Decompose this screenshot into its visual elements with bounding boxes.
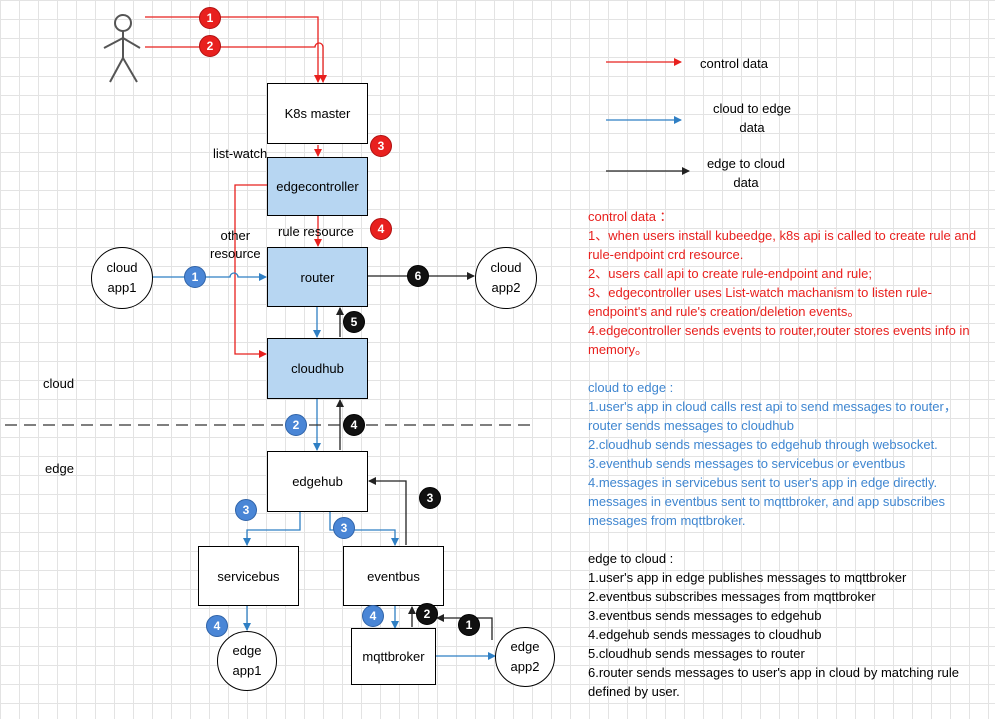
legend-e2c-label: edge to cloud data bbox=[706, 156, 786, 190]
e2c-note: 1.user's app in edge publishes messages … bbox=[588, 570, 907, 585]
e2c-step-badge: 2 bbox=[416, 603, 438, 625]
e2c-note: 3.eventbus sends messages to edgehub bbox=[588, 608, 822, 623]
cloud-app2-node: cloud app2 bbox=[475, 247, 537, 309]
e2c-step-badge: 5 bbox=[343, 311, 365, 333]
e2c-step-badge: 1 bbox=[458, 614, 480, 636]
e2c-note: 5.cloudhub sends messages to router bbox=[588, 646, 805, 661]
e2c-note: 4.edgehub sends messages to cloudhub bbox=[588, 627, 822, 642]
control-notes-title: control data ： bbox=[588, 209, 673, 224]
cloud-zone-label: cloud bbox=[43, 376, 75, 391]
list-watch-label: list-watch bbox=[213, 146, 268, 161]
edgehub-node: edgehub bbox=[267, 451, 368, 512]
e2c-note: 2.eventbus subscribes messages from mqtt… bbox=[588, 589, 876, 604]
control-note: 3、edgecontroller uses List-watch machani… bbox=[588, 285, 932, 319]
c2e-note: 1.user's app in cloud calls rest api to … bbox=[588, 399, 957, 433]
c2e-note: 4.messages in servicebus sent to user's … bbox=[588, 475, 945, 528]
control-arrow-2 bbox=[145, 42, 327, 83]
control-note: 1、when users install kubeedge, k8s api i… bbox=[588, 228, 977, 262]
cloudhub-node: cloudhub bbox=[267, 338, 368, 399]
c2e-step-badge: 1 bbox=[184, 266, 206, 288]
edge-app1-node: edge app1 bbox=[217, 631, 277, 691]
legend-control-label: control data bbox=[700, 56, 768, 71]
c2e-arrow-3b bbox=[329, 512, 399, 546]
c2e-step-badge: 4 bbox=[362, 605, 384, 627]
edge-app2-node: edge app2 bbox=[495, 627, 555, 687]
c2e-step-badge: 4 bbox=[206, 615, 228, 637]
c2e-step-badge: 2 bbox=[285, 414, 307, 436]
notes-panel: control data ： 1、when users install kube… bbox=[588, 207, 988, 701]
c2e-step-badge: 3 bbox=[333, 517, 355, 539]
user-figure bbox=[103, 14, 141, 83]
control-notes: control data ： 1、when users install kube… bbox=[588, 207, 988, 359]
control-note: 2、users call api to create rule-endpoint… bbox=[588, 266, 872, 281]
rule-resource-label: rule resource bbox=[278, 224, 354, 239]
c2e-arrow-3a bbox=[243, 512, 301, 546]
c2e-step-badge: 3 bbox=[235, 499, 257, 521]
e2c-note: 6.router sends messages to user's app in… bbox=[588, 665, 960, 699]
control-step-badge: 2 bbox=[199, 35, 221, 57]
e2c-notes: edge to cloud : 1.user's app in edge pub… bbox=[588, 549, 988, 701]
e2c-step-badge: 6 bbox=[407, 265, 429, 287]
control-arrow-1 bbox=[145, 16, 322, 83]
c2e-note: 2.cloudhub sends messages to edgehub thr… bbox=[588, 437, 938, 452]
e2c-step-badge: 4 bbox=[343, 414, 365, 436]
cloud-app1-node: cloud app1 bbox=[91, 247, 153, 309]
eventbus-node: eventbus bbox=[343, 546, 444, 606]
control-step-badge: 1 bbox=[199, 7, 221, 29]
c2e-note: 3.eventhub sends messages to servicebus … bbox=[588, 456, 906, 471]
other-resource-label: other resource bbox=[210, 228, 261, 261]
edgecontroller-node: edgecontroller bbox=[267, 157, 368, 216]
router-node: router bbox=[267, 247, 368, 307]
mqttbroker-node: mqttbroker bbox=[351, 628, 436, 685]
servicebus-node: servicebus bbox=[198, 546, 299, 606]
control-arrow-other bbox=[234, 184, 267, 358]
c2e-notes-title: cloud to edge : bbox=[588, 380, 674, 395]
control-step-badge: 3 bbox=[370, 135, 392, 157]
e2c-step-badge: 3 bbox=[419, 487, 441, 509]
e2c-arrow-1 bbox=[436, 614, 493, 640]
control-note: 4.edgecontroller sends events to router,… bbox=[588, 323, 970, 357]
legend-c2e-label: cloud to edge data bbox=[712, 101, 792, 135]
k8s-master-node: K8s master bbox=[267, 83, 368, 144]
c2e-arrow-1 bbox=[148, 272, 267, 281]
edge-zone-label: edge bbox=[45, 461, 74, 476]
e2c-notes-title: edge to cloud : bbox=[588, 551, 674, 566]
c2e-notes: cloud to edge : 1.user's app in cloud ca… bbox=[588, 378, 988, 530]
control-step-badge: 4 bbox=[370, 218, 392, 240]
e2c-arrow-3 bbox=[368, 477, 407, 545]
